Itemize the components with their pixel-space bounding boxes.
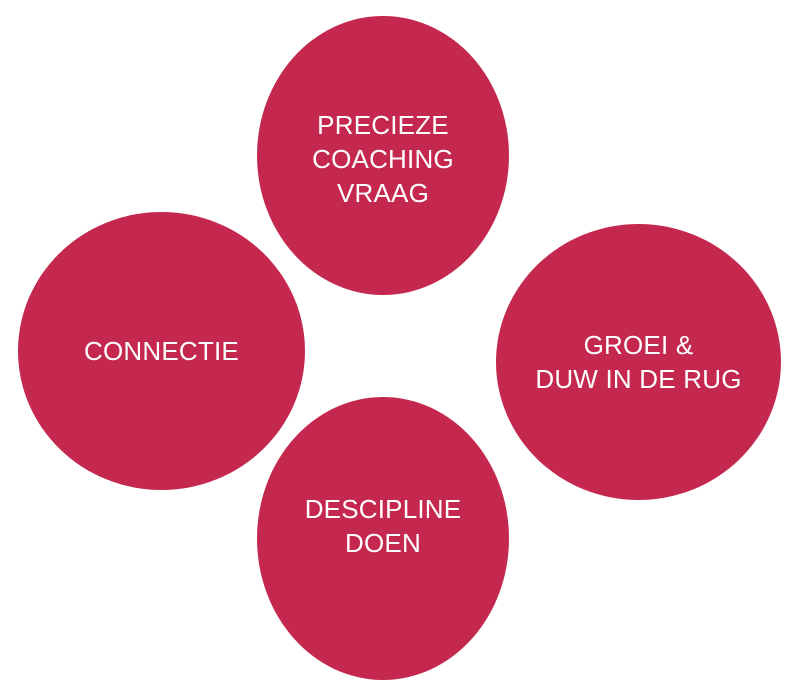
circle-connectie: CONNECTIE: [18, 212, 305, 490]
circle-precieze-coaching-vraag: PRECIEZE COACHING VRAAG: [257, 16, 509, 295]
circle-label: CONNECTIE: [84, 336, 239, 366]
circle-label: GROEI & DUW IN DE RUG: [535, 330, 742, 394]
circle-descipline-doen: DESCIPLINE DOEN: [257, 397, 509, 680]
circle-label: DESCIPLINE DOEN: [304, 493, 462, 558]
circle-label: PRECIEZE COACHING VRAAG: [312, 109, 454, 208]
circle-groei-duw-in-de-rug: GROEI & DUW IN DE RUG: [496, 224, 781, 500]
